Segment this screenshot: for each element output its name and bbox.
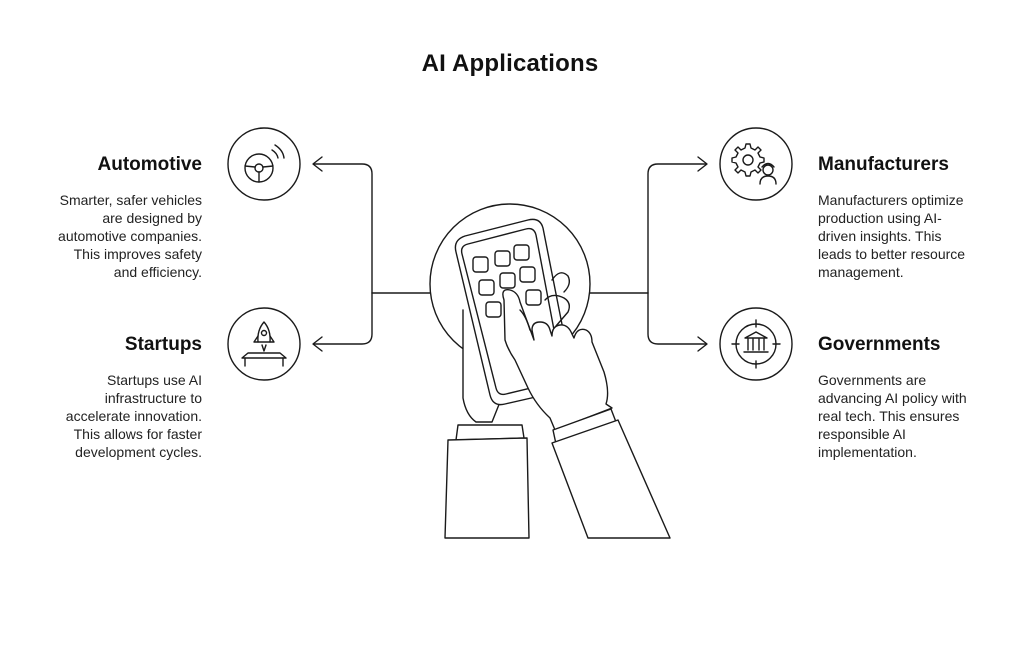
startups-line: development cycles. bbox=[75, 444, 202, 460]
left-connector bbox=[312, 156, 433, 352]
startups-line: accelerate innovation. bbox=[65, 408, 202, 424]
governments-line: responsible AI bbox=[818, 426, 906, 442]
governments-description: Governments are advancing AI policy with… bbox=[818, 371, 1008, 461]
page-title: AI Applications bbox=[421, 50, 599, 77]
steering-wheel-icon bbox=[227, 127, 301, 201]
right-connector bbox=[589, 156, 708, 352]
governments-line: Governments are bbox=[818, 372, 927, 388]
manufacturers-title: Manufacturers bbox=[818, 154, 949, 175]
automotive-line: Smarter, safer vehicles bbox=[59, 192, 202, 208]
governments-line: advancing AI policy with bbox=[818, 390, 967, 406]
rocket-icon bbox=[227, 307, 301, 381]
automotive-line: are designed by bbox=[102, 210, 202, 226]
government-building-icon bbox=[719, 307, 793, 381]
automotive-line: automotive companies. bbox=[58, 228, 202, 244]
manufacturers-description: Manufacturers optimize production using … bbox=[818, 191, 1008, 281]
governments-title: Governments bbox=[818, 334, 941, 355]
startups-line: infrastructure to bbox=[104, 390, 202, 406]
startups-line: Startups use AI bbox=[107, 372, 202, 388]
manufacturers-line: leads to better resource bbox=[818, 246, 966, 262]
governments-line: real tech. This ensures bbox=[818, 408, 960, 424]
automotive-title: Automotive bbox=[97, 154, 203, 175]
automotive-line: This improves safety bbox=[73, 246, 202, 262]
gear-worker-icon bbox=[719, 127, 793, 201]
manufacturers-line: Manufacturers optimize bbox=[818, 192, 964, 208]
hand-tapping-phone-icon bbox=[429, 203, 671, 539]
startups-line: This allows for faster bbox=[73, 426, 202, 442]
automotive-line: and efficiency. bbox=[113, 264, 202, 280]
startups-description: Startups use AI infrastructure to accele… bbox=[2, 371, 202, 461]
manufacturers-line: production using AI- bbox=[818, 210, 942, 226]
automotive-description: Smarter, safer vehicles are designed by … bbox=[2, 191, 202, 281]
manufacturers-line: driven insights. This bbox=[818, 228, 942, 244]
governments-line: implementation. bbox=[818, 444, 917, 460]
manufacturers-line: management. bbox=[818, 264, 904, 280]
startups-title: Startups bbox=[124, 334, 202, 355]
